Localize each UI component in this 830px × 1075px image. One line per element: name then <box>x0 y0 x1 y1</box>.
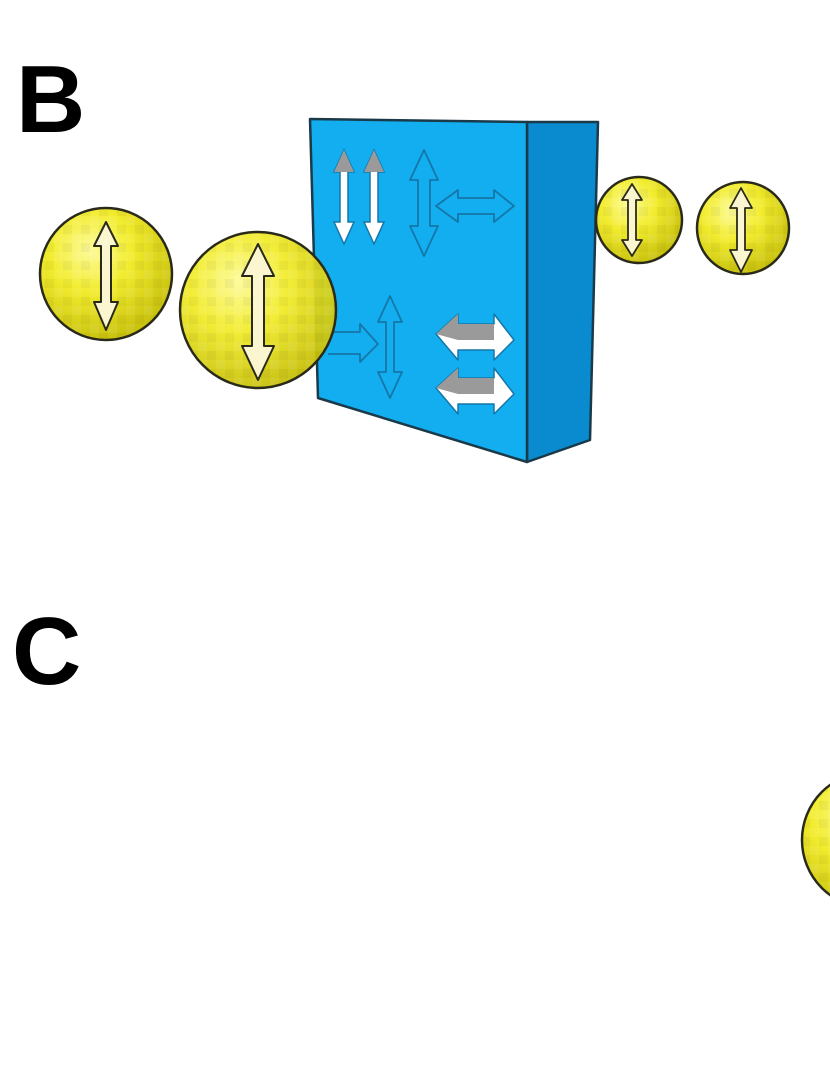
block-arrow-vertical-outline-lower <box>377 295 403 399</box>
polarizer-block <box>308 117 600 464</box>
panel-label-c: C <box>12 598 82 705</box>
double-arrow-vertical-icon <box>241 243 275 381</box>
sphere-panel-c <box>800 783 830 897</box>
block-arrow-horizontal-outline <box>435 189 515 223</box>
sphere-right-1 <box>594 175 684 265</box>
sphere-left-1 <box>38 206 174 342</box>
panel-label-b: B <box>16 46 86 153</box>
sphere-right-2 <box>695 180 791 276</box>
double-arrow-vertical-icon <box>621 183 643 257</box>
block-arrow-vertical-outline <box>409 149 439 257</box>
sphere-left-2 <box>178 230 338 390</box>
block-arrow-horizontal-gray-bottom <box>435 367 515 415</box>
double-arrow-vertical-icon <box>93 221 119 331</box>
block-arrow-horizontal-outline-left <box>328 323 379 363</box>
block-arrow-pair-vertical-gray <box>332 148 386 246</box>
block-arrow-horizontal-gray-top <box>435 313 515 361</box>
double-arrow-vertical-icon <box>729 187 753 273</box>
